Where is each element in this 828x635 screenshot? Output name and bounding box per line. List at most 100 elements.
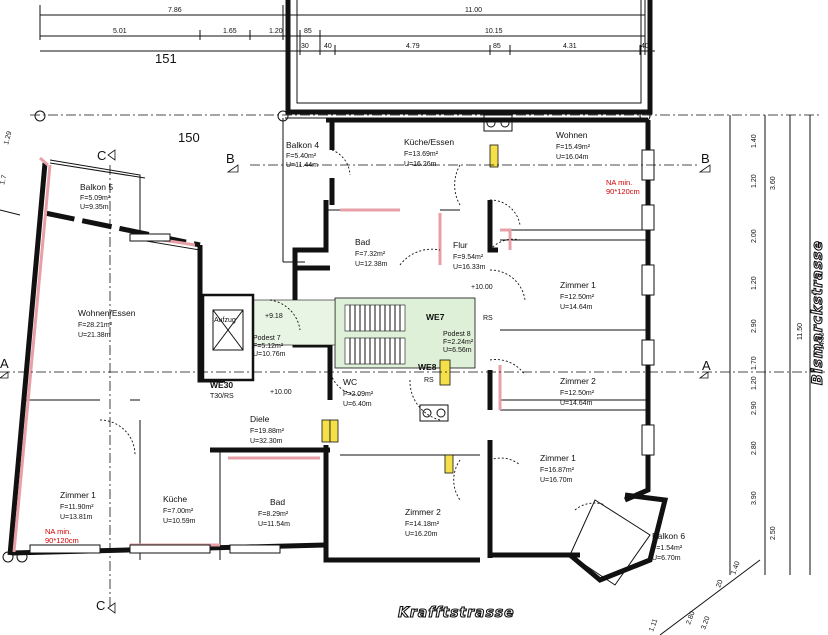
svg-text:F=8.29m²: F=8.29m² <box>258 511 289 518</box>
svg-text:F=5.12m²: F=5.12m² <box>253 343 284 350</box>
svg-text:F=16.87m²: F=16.87m² <box>540 467 575 474</box>
svg-text:F=12.50m²: F=12.50m² <box>560 294 595 301</box>
dim-40b: 40 <box>641 43 649 50</box>
svg-text:WC: WC <box>343 377 357 387</box>
svg-text:F=11.90m²: F=11.90m² <box>60 504 94 511</box>
svg-text:F=7.32m²: F=7.32m² <box>355 251 386 258</box>
dim-r-140: 1.40 <box>751 134 758 148</box>
note-na-left-2: 90*120cm <box>45 536 79 545</box>
dim-165: 1.65 <box>223 28 237 35</box>
svg-text:U=16.04m: U=16.04m <box>556 154 589 161</box>
svg-text:F=2.24m²: F=2.24m² <box>443 339 474 346</box>
dim-r-390: 3.90 <box>751 491 758 505</box>
dim-r-120b: 1.20 <box>751 276 758 290</box>
dim-br-140: 1.40 <box>730 560 741 575</box>
svg-text:Zimmer 1: Zimmer 1 <box>60 490 96 500</box>
room-zimmer2-right: Zimmer 2 F=12.50m² U=14.64m <box>560 376 596 407</box>
fixtures <box>419 114 513 422</box>
room-zimmer1-right: Zimmer 1 F=12.50m² U=14.64m <box>560 280 596 311</box>
street-krafftstrasse: Krafftstrasse <box>398 605 515 621</box>
dim-r-120c: 1.20 <box>751 376 758 390</box>
dim-r-290a: 2.90 <box>751 319 758 333</box>
svg-text:U=14.64m: U=14.64m <box>560 304 593 311</box>
svg-text:F=9.54m²: F=9.54m² <box>453 254 484 261</box>
label-we8: WE8 <box>418 362 437 372</box>
svg-text:U=9.35m: U=9.35m <box>80 204 109 211</box>
svg-text:U=6.70m: U=6.70m <box>652 555 681 562</box>
svg-text:Balkon 6: Balkon 6 <box>652 531 685 541</box>
note-na-left-1: NA min. <box>45 527 71 536</box>
section-mark-a-right: A <box>702 358 711 373</box>
svg-text:U=10.59m: U=10.59m <box>163 518 196 525</box>
dim-br-320: 3.20 <box>700 615 711 630</box>
svg-text:U=6.56m: U=6.56m <box>443 347 472 354</box>
room-podest8: Podest 8 F=2.24m² U=6.56m <box>443 331 474 354</box>
label-we30: WE30 <box>210 380 233 390</box>
room-balkon4: Balkon 4 F=5.40m² U=11.44m <box>286 140 319 169</box>
dim-r-200: 2.00 <box>751 229 758 243</box>
insulation-left <box>12 164 52 553</box>
room-balkon5: Balkon 5 F=5.09m² U=9.35m <box>80 182 113 211</box>
svg-text:U=10.76m: U=10.76m <box>253 351 286 358</box>
room-zimmer1-lower-right: Zimmer 1 F=16.87m² U=16.70m <box>540 453 576 484</box>
svg-text:Bad: Bad <box>270 497 285 507</box>
windows <box>29 149 655 554</box>
upper-building-wall <box>285 0 653 115</box>
dim-br-111: 1.11 <box>648 618 659 633</box>
dim-r-120a: 1.20 <box>751 174 758 188</box>
section-mark-b-left: B <box>226 151 235 166</box>
svg-text:U=32.30m: U=32.30m <box>250 438 283 445</box>
svg-text:Küche/Essen: Küche/Essen <box>404 137 454 147</box>
door-frame <box>489 144 499 168</box>
dim-501: 5.01 <box>113 28 127 35</box>
room-kueche: Küche F=7.00m² U=10.59m <box>163 494 196 525</box>
room-bad2: Bad F=8.29m² U=11.54m <box>258 497 290 528</box>
svg-text:U=11.44m: U=11.44m <box>286 162 318 169</box>
svg-text:Küche: Küche <box>163 494 187 504</box>
label-t30rs: T30/RS <box>210 393 234 400</box>
svg-text:U=16.70m: U=16.70m <box>540 477 573 484</box>
section-mark-c-top: C <box>97 148 106 163</box>
room-wohnen: Wohnen F=15.49m² U=16.04m <box>556 130 591 161</box>
svg-text:Flur: Flur <box>453 240 468 250</box>
svg-text:Podest 7: Podest 7 <box>253 335 281 342</box>
elevator <box>201 293 255 382</box>
dim-30: 30 <box>301 43 309 50</box>
svg-text:Zimmer 1: Zimmer 1 <box>560 280 596 290</box>
svg-text:U=6.40m: U=6.40m <box>343 401 372 408</box>
svg-text:F=1.54m²: F=1.54m² <box>652 545 683 552</box>
note-na-right-1: NA min. <box>606 178 632 187</box>
label-rs-a: RS <box>483 315 493 322</box>
dim-85b: 85 <box>493 43 501 50</box>
dim-479: 4.79 <box>406 43 420 50</box>
label-we7: WE7 <box>426 312 445 322</box>
svg-text:Zimmer 2: Zimmer 2 <box>560 376 596 386</box>
svg-text:U=11.54m: U=11.54m <box>258 521 290 528</box>
dim-r-290b: 2.90 <box>751 401 758 415</box>
svg-text:U=21.38m: U=21.38m <box>78 332 111 339</box>
label-aufzug: Aufzug <box>214 317 236 324</box>
dim-431: 4.31 <box>563 43 577 50</box>
dim-l-129: 1.29 <box>3 130 13 145</box>
dim-total-right: 11.00 <box>465 7 482 14</box>
svg-text:F=28.21m²: F=28.21m² <box>78 322 113 329</box>
top-dimension-lines <box>39 0 655 55</box>
dim-total-left: 7.86 <box>168 7 182 14</box>
dim-40a: 40 <box>324 43 332 50</box>
dim-r-360: 3.60 <box>770 176 777 190</box>
svg-text:U=16.26m: U=16.26m <box>404 161 437 168</box>
svg-text:F=12.50m²: F=12.50m² <box>560 390 595 397</box>
svg-text:Wohnen: Wohnen <box>556 130 588 140</box>
room-balkon6: Balkon 6 F=1.54m² U=6.70m <box>652 531 685 562</box>
axis-marker-1 <box>34 110 46 122</box>
label-rs-b: RS <box>424 377 434 384</box>
plot-number-151: 151 <box>155 51 177 66</box>
svg-text:Zimmer 1: Zimmer 1 <box>540 453 576 463</box>
svg-text:U=16.33m: U=16.33m <box>453 264 486 271</box>
stairwell <box>249 297 476 369</box>
room-diele: Diele F=19.88m² U=32.30m <box>250 414 285 445</box>
svg-text:Bad: Bad <box>355 237 370 247</box>
plot-number-150: 150 <box>178 130 200 145</box>
svg-text:Podest 8: Podest 8 <box>443 331 471 338</box>
